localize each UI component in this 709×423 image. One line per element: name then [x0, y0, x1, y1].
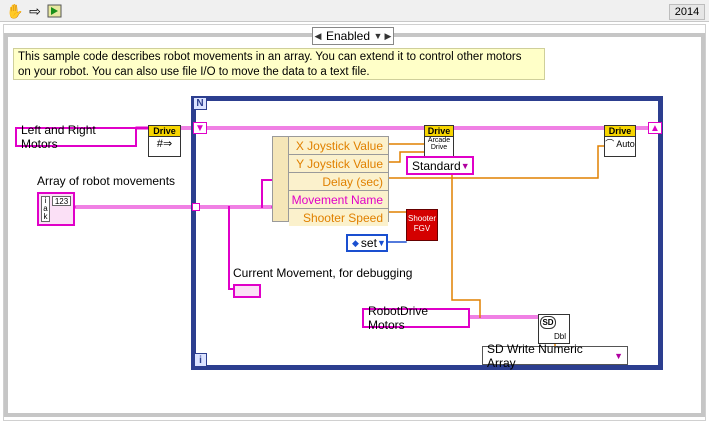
- sd-write-value: SD Write Numeric Array: [487, 341, 583, 370]
- drive-refnum-vi[interactable]: Drive #⇒: [148, 125, 181, 157]
- auto-gauge-icon: ⌒ Auto: [605, 139, 635, 149]
- dropdown-arrow-icon[interactable]: ▼: [373, 31, 383, 41]
- case-selector-value: Enabled: [325, 29, 371, 43]
- for-loop[interactable]: [191, 96, 663, 370]
- unbundle-row-movement-name[interactable]: Movement Name: [289, 191, 388, 209]
- debug-label: Current Movement, for debugging: [233, 266, 413, 280]
- refnum-icon: #⇒: [156, 138, 173, 150]
- robotdrive-motors-control[interactable]: RobotDrive Motors: [362, 304, 470, 332]
- set-enum-constant[interactable]: ◆ set ▼: [346, 234, 388, 252]
- dropdown-arrow-icon: ▼: [614, 350, 623, 361]
- case-selector[interactable]: ◀ Enabled ▼ ▶: [312, 27, 394, 45]
- comment-line-2: on your robot. You can also use file I/O…: [18, 66, 370, 78]
- unbundle-row-shooter-speed[interactable]: Shooter Speed: [302, 210, 383, 225]
- set-enum-value: set: [360, 236, 377, 250]
- y-joystick-wire: [387, 151, 425, 163]
- toolbar: ✋ ⇨ 2014: [0, 0, 709, 22]
- robotdrive-motors-label: RobotDrive Motors: [368, 304, 429, 332]
- standard-ring[interactable]: Standard ▼: [406, 156, 474, 175]
- unbundle-input: [273, 137, 289, 221]
- left-right-motors-label: Left and Right Motors: [21, 123, 96, 151]
- unbundle-row-y-joystick[interactable]: Y Joystick Value: [289, 155, 388, 173]
- loop-iteration-terminal[interactable]: i: [194, 353, 207, 367]
- comment-line-1: This sample code describes robot movemen…: [18, 51, 522, 63]
- sd-write-vi[interactable]: SD Dbl: [538, 314, 570, 344]
- array-label: Array of robot movements: [37, 174, 176, 188]
- sd-write-numeric-array-selector[interactable]: SD Write Numeric Array ▼: [482, 342, 628, 370]
- arcade-drive-vi-header: Drive: [425, 126, 453, 137]
- dbl-text: Dbl: [554, 332, 567, 341]
- enum-arrows-icon: ◆: [352, 237, 359, 248]
- previous-case-icon[interactable]: ◀: [314, 30, 322, 41]
- highlight-execution-icon[interactable]: [46, 2, 64, 20]
- hand-icon[interactable]: ✋: [6, 2, 24, 19]
- arcade-drive-vi[interactable]: Drive Arcade Drive: [424, 125, 454, 157]
- unbundle-row-x-joystick[interactable]: X Joystick Value: [289, 137, 388, 155]
- current-movement-indicator[interactable]: [233, 284, 261, 298]
- unbundle-row-delay[interactable]: Delay (sec): [289, 173, 388, 191]
- dropdown-arrow-icon: ▼: [376, 238, 386, 248]
- drive-auto-vi-header: Drive: [605, 126, 635, 137]
- delay-wire: [387, 145, 605, 179]
- cluster-wire: [261, 179, 273, 208]
- loop-count-terminal[interactable]: N: [193, 97, 207, 110]
- arcade-drive-text: Arcade Drive: [427, 137, 451, 151]
- dropdown-arrow-icon: ▼: [460, 160, 470, 171]
- array-index-value: 123: [52, 196, 71, 206]
- shift-register-left[interactable]: ▼: [193, 122, 207, 134]
- version-label: 2014: [669, 4, 705, 20]
- standard-ring-value: Standard: [412, 158, 461, 173]
- run-arrow-icon[interactable]: ⇨: [29, 2, 41, 19]
- comment-box[interactable]: This sample code describes robot movemen…: [13, 48, 545, 80]
- debug-wire: [228, 206, 235, 290]
- array-indexing-tunnel[interactable]: [192, 203, 200, 211]
- sd-icon: SD: [540, 316, 556, 329]
- unbundle-by-name-node[interactable]: X Joystick Value Y Joystick Value Delay …: [272, 136, 389, 226]
- shooter-fgv-vi[interactable]: Shooter FGV: [406, 209, 438, 241]
- drive-output-wire: [451, 145, 481, 318]
- block-diagram: [3, 24, 706, 421]
- left-right-motors-control[interactable]: Left and Right Motors: [15, 123, 137, 151]
- next-case-icon[interactable]: ▶: [384, 30, 392, 41]
- drive-auto-vi[interactable]: Drive ⌒ Auto: [604, 125, 636, 157]
- drive-vi-header: Drive: [149, 126, 180, 137]
- shift-register-right[interactable]: ▲: [648, 122, 662, 134]
- auto-text: Auto: [616, 139, 635, 149]
- unbundle-rows: X Joystick Value Y Joystick Value Delay …: [289, 137, 388, 226]
